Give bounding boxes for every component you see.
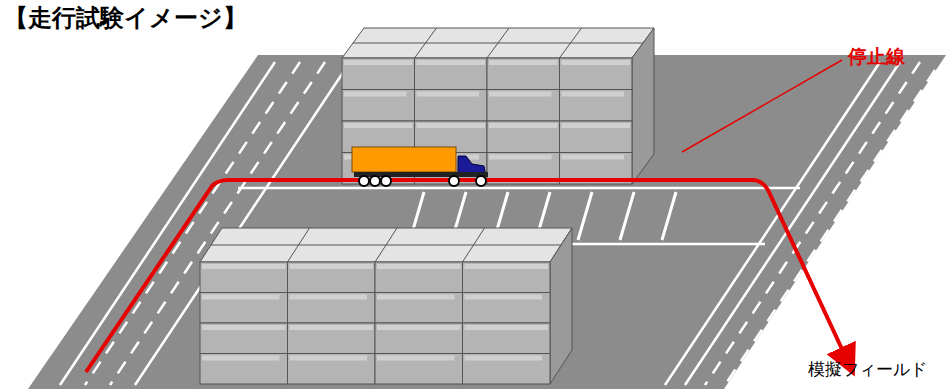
container [487, 90, 560, 122]
container [375, 262, 463, 293]
container [288, 293, 376, 324]
title: 【走行試験イメージ】 [4, 2, 247, 34]
container-highlight [489, 92, 552, 97]
container-top [342, 28, 654, 58]
container-highlight [489, 155, 552, 160]
container-stack [200, 228, 572, 384]
container [560, 121, 633, 153]
container-top [200, 228, 572, 262]
container [200, 262, 288, 293]
container [463, 354, 551, 385]
container-highlight [344, 60, 413, 65]
container-highlight [377, 295, 455, 300]
container [288, 323, 376, 354]
container-highlight [202, 325, 286, 330]
container-seam [211, 245, 561, 246]
container-highlight [465, 325, 549, 330]
callout-label: 停止線 [848, 44, 905, 70]
leader-line [682, 60, 842, 152]
container-highlight [290, 325, 374, 330]
container-highlight [290, 356, 368, 361]
container [200, 354, 288, 385]
route-line [86, 180, 848, 372]
container [342, 90, 415, 122]
container [487, 121, 560, 153]
container [342, 58, 415, 90]
container [415, 90, 488, 122]
container-highlight [465, 295, 543, 300]
container-highlight [417, 60, 486, 65]
container [487, 58, 560, 90]
container-highlight [377, 356, 455, 361]
container-highlight [562, 92, 625, 97]
container [375, 323, 463, 354]
container [375, 354, 463, 385]
container [288, 354, 376, 385]
container-highlight [290, 264, 374, 269]
container-highlight [377, 264, 461, 269]
container [375, 293, 463, 324]
container-highlight [202, 295, 280, 300]
container-side [550, 228, 572, 384]
container [463, 262, 551, 293]
container [560, 58, 633, 90]
truck [352, 147, 488, 186]
stop-line-mark [620, 192, 634, 240]
container-highlight [344, 92, 407, 97]
container-highlight [344, 123, 413, 128]
field-ground [28, 55, 946, 389]
container-highlight [202, 264, 286, 269]
container-highlight [417, 92, 480, 97]
container [463, 323, 551, 354]
container-highlight [290, 295, 368, 300]
caption-label: 模擬フィールド [808, 358, 927, 381]
container-stack [342, 28, 654, 184]
container [560, 90, 633, 122]
container-highlight [377, 325, 461, 330]
container-highlight [562, 60, 631, 65]
container-highlight [562, 155, 625, 160]
container-side [632, 28, 654, 184]
road-lines [60, 62, 935, 385]
container-highlight [417, 123, 486, 128]
container [200, 323, 288, 354]
container [415, 58, 488, 90]
container-seam [353, 43, 643, 44]
container-highlight [465, 264, 549, 269]
container-highlight [562, 123, 631, 128]
container-highlight [489, 60, 558, 65]
container [200, 293, 288, 324]
stop-line-mark [662, 192, 676, 240]
container-highlight [489, 123, 558, 128]
container-highlight [465, 356, 543, 361]
container [463, 293, 551, 324]
stop-line-mark [578, 192, 592, 240]
container [288, 262, 376, 293]
container-highlight [202, 356, 280, 361]
